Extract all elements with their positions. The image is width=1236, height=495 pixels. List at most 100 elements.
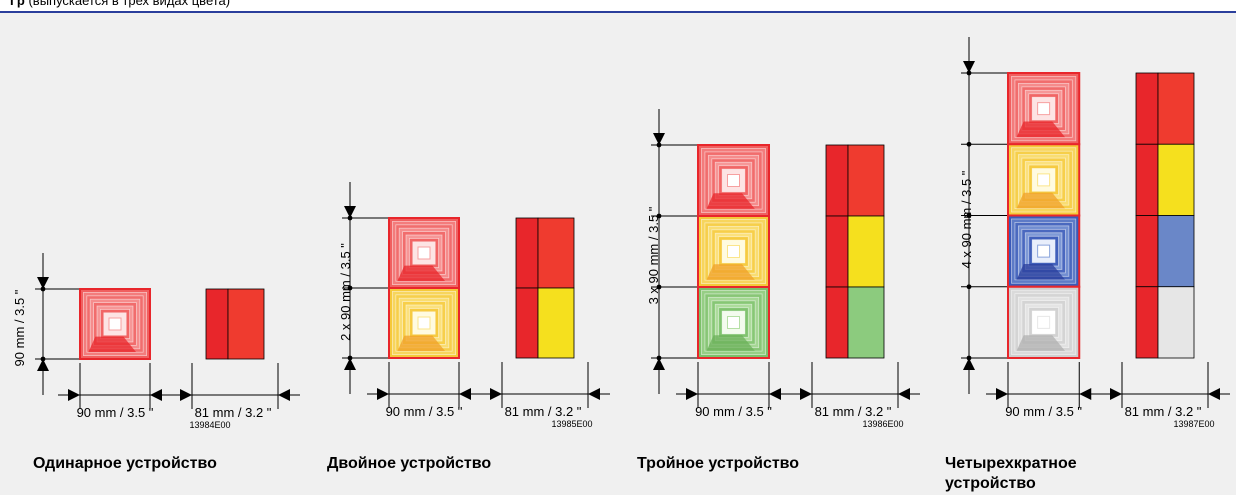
arrow-down — [37, 277, 49, 289]
lens-highlight — [108, 317, 122, 331]
arrow-left — [459, 388, 471, 400]
arrow-up — [653, 358, 665, 370]
drawing-code: 13985E00 — [551, 419, 592, 429]
caption-triple: Тройное устройство — [637, 455, 800, 472]
header-bar: Гр (выпускается в трех видах цвета) — [0, 0, 1236, 11]
caption-single: Одинарное устройство — [33, 455, 217, 472]
arrow-right — [1110, 388, 1122, 400]
dim-dot — [966, 213, 972, 218]
dim-dot — [656, 284, 662, 290]
arrow-left — [150, 389, 162, 401]
side-body — [1135, 143, 1159, 216]
arrow-left — [278, 389, 290, 401]
arrow-down — [963, 61, 975, 73]
header-rule — [0, 11, 1236, 13]
width-label-side: 81 mm / 3.2 " — [505, 404, 582, 419]
drawing-code: 13984E00 — [189, 420, 230, 430]
side-body — [825, 286, 849, 359]
dim-dot — [347, 355, 353, 361]
arrow-up — [344, 358, 356, 370]
side-body — [1135, 215, 1159, 288]
side-body — [1135, 72, 1159, 145]
side-body — [1135, 286, 1159, 359]
lens-reflector — [1016, 121, 1065, 138]
side-body — [515, 287, 539, 359]
width-label-front: 90 mm / 3.5 " — [695, 404, 772, 419]
arrow-left — [588, 388, 600, 400]
lens-highlight — [1037, 315, 1051, 329]
lens-reflector — [1016, 263, 1065, 280]
side-cap — [1157, 286, 1195, 359]
side-cap — [1157, 143, 1195, 216]
dim-dot — [966, 70, 972, 76]
side-cap — [1157, 72, 1195, 145]
side-cap — [847, 286, 885, 359]
dim-dot — [40, 356, 46, 362]
lens-reflector — [1016, 192, 1065, 209]
dim-dot — [966, 355, 972, 361]
height-label: 2 x 90 mm / 3.5 " — [338, 243, 353, 341]
drawing-code: 13986E00 — [862, 419, 903, 429]
arrow-down — [344, 206, 356, 218]
side-cap — [537, 287, 575, 359]
dim-dot — [40, 286, 46, 292]
arrow-left — [1208, 388, 1220, 400]
caption-double: Двойное устройство — [327, 455, 492, 472]
side-cap — [847, 144, 885, 217]
dim-dot — [347, 215, 353, 221]
dim-dot — [966, 284, 972, 290]
lens-reflector — [397, 335, 445, 351]
width-label-side: 81 mm / 3.2 " — [195, 405, 272, 420]
caption-quad: Четырехкратное устройство — [945, 455, 1077, 492]
side-cap — [537, 217, 575, 289]
arrow-right — [800, 388, 812, 400]
side-body — [825, 144, 849, 217]
height-label: 90 mm / 3.5 " — [12, 289, 27, 366]
lens-reflector — [706, 264, 755, 280]
arrow-left — [898, 388, 910, 400]
height-label: 3 x 90 mm / 3.5 " — [646, 206, 661, 304]
lens-highlight — [727, 174, 740, 187]
arrow-right — [996, 388, 1008, 400]
width-label-side: 81 mm / 3.2 " — [815, 404, 892, 419]
width-label-front: 90 mm / 3.5 " — [1005, 404, 1082, 419]
lens-highlight — [727, 245, 740, 258]
header-rest: (выпускается в трех видах цвета) — [28, 0, 231, 8]
arrow-right — [377, 388, 389, 400]
lens-highlight — [727, 316, 740, 329]
dim-dot — [347, 285, 353, 291]
arrow-left — [769, 388, 781, 400]
lens-reflector — [706, 335, 755, 351]
dim-dot — [656, 355, 662, 361]
side-cap — [1157, 215, 1195, 288]
lens-highlight — [1037, 102, 1051, 116]
lens-reflector — [397, 265, 445, 281]
lens-highlight — [417, 246, 431, 260]
dim-dot — [656, 213, 662, 219]
lens-highlight — [1037, 244, 1051, 258]
arrow-up — [37, 359, 49, 371]
arrow-right — [68, 389, 80, 401]
arrow-right — [180, 389, 192, 401]
arrow-right — [686, 388, 698, 400]
lens-highlight — [417, 316, 431, 330]
side-cap — [227, 288, 265, 360]
lens-reflector — [88, 336, 136, 352]
arrow-up — [963, 358, 975, 370]
width-label-side: 81 mm / 3.2 " — [1125, 404, 1202, 419]
lens-reflector — [1016, 335, 1065, 351]
dim-dot — [656, 142, 662, 148]
arrow-right — [490, 388, 502, 400]
lens-reflector — [706, 193, 755, 209]
header-bold: Гр — [10, 0, 25, 8]
header-text: Гр (выпускается в трех видах цвета) — [10, 0, 230, 8]
dim-dot — [966, 141, 972, 147]
side-body — [205, 288, 229, 360]
side-body — [515, 217, 539, 289]
width-label-front: 90 mm / 3.5 " — [77, 405, 154, 420]
dimension-diagram: 90 mm / 3.5 "90 mm / 3.5 "81 mm / 3.2 "1… — [12, 37, 1230, 430]
side-cap — [847, 215, 885, 288]
side-body — [825, 215, 849, 288]
height-label: 4 x 90 mm / 3.5 " — [959, 170, 974, 268]
lens-highlight — [1037, 173, 1051, 187]
